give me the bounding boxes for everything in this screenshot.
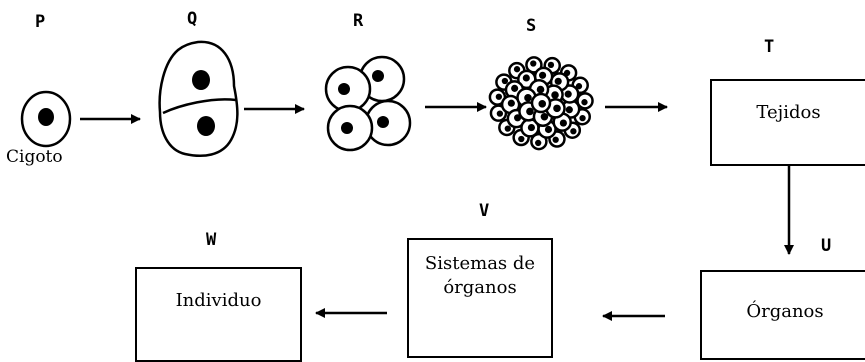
label-w: W xyxy=(206,230,217,250)
morula-nucleus xyxy=(551,91,559,99)
morula-cluster xyxy=(488,56,594,151)
morula-nucleus xyxy=(552,136,559,143)
morula-nucleus xyxy=(554,77,562,85)
development-diagram xyxy=(20,40,794,321)
organ-systems-label: Sistemas de órganos xyxy=(424,253,536,298)
label-v: V xyxy=(479,201,490,221)
morula-nucleus xyxy=(501,77,509,85)
label-p: P xyxy=(35,12,46,32)
morula-nucleus xyxy=(547,61,555,69)
morula-nucleus xyxy=(535,139,542,147)
label-r: R xyxy=(353,11,364,31)
morula-nucleus xyxy=(524,94,532,102)
organs-label: Órganos xyxy=(746,301,824,322)
individual-label: Individuo xyxy=(175,290,262,311)
morula-nucleus xyxy=(565,106,573,114)
morula-nucleus xyxy=(530,60,537,67)
morula-nucleus xyxy=(495,93,503,100)
zygote-cell xyxy=(20,90,72,148)
label-u: U xyxy=(821,236,832,256)
morula-nucleus xyxy=(496,110,504,117)
zygote-caption: Cigoto xyxy=(6,147,63,167)
morula-nucleus xyxy=(579,115,586,122)
morula-nucleus xyxy=(553,104,561,113)
morula-nucleus xyxy=(511,84,519,92)
label-q: Q xyxy=(187,9,198,29)
morula-nucleus xyxy=(581,99,588,106)
morula-nucleus xyxy=(536,85,545,94)
morula-nucleus xyxy=(522,74,530,82)
organ-systems-box: Sistemas de órganos xyxy=(407,238,553,358)
four-cell-stage xyxy=(324,55,412,152)
morula-nucleus xyxy=(539,71,547,79)
individual-box: Individuo xyxy=(135,267,302,362)
label-s: S xyxy=(526,16,537,36)
morula-nucleus xyxy=(527,124,535,132)
morula-nucleus xyxy=(540,112,549,121)
tissues-box: Tejidos xyxy=(710,79,865,166)
morula-nucleus xyxy=(544,125,553,134)
morula-nucleus xyxy=(538,100,547,108)
label-t: T xyxy=(764,37,775,57)
morula-nucleus xyxy=(564,90,572,98)
morula-nucleus xyxy=(575,83,583,90)
morula-nucleus xyxy=(504,125,511,132)
morula-nucleus xyxy=(513,66,521,73)
morula-nucleus xyxy=(526,107,534,116)
morula-nucleus xyxy=(570,128,577,135)
morula-nucleus xyxy=(518,135,525,143)
morula-nucleus xyxy=(507,99,515,107)
morula-nucleus xyxy=(559,119,567,127)
organs-box: Órganos xyxy=(700,270,865,360)
tissues-label: Tejidos xyxy=(756,102,821,123)
two-cell-stage xyxy=(158,40,239,157)
